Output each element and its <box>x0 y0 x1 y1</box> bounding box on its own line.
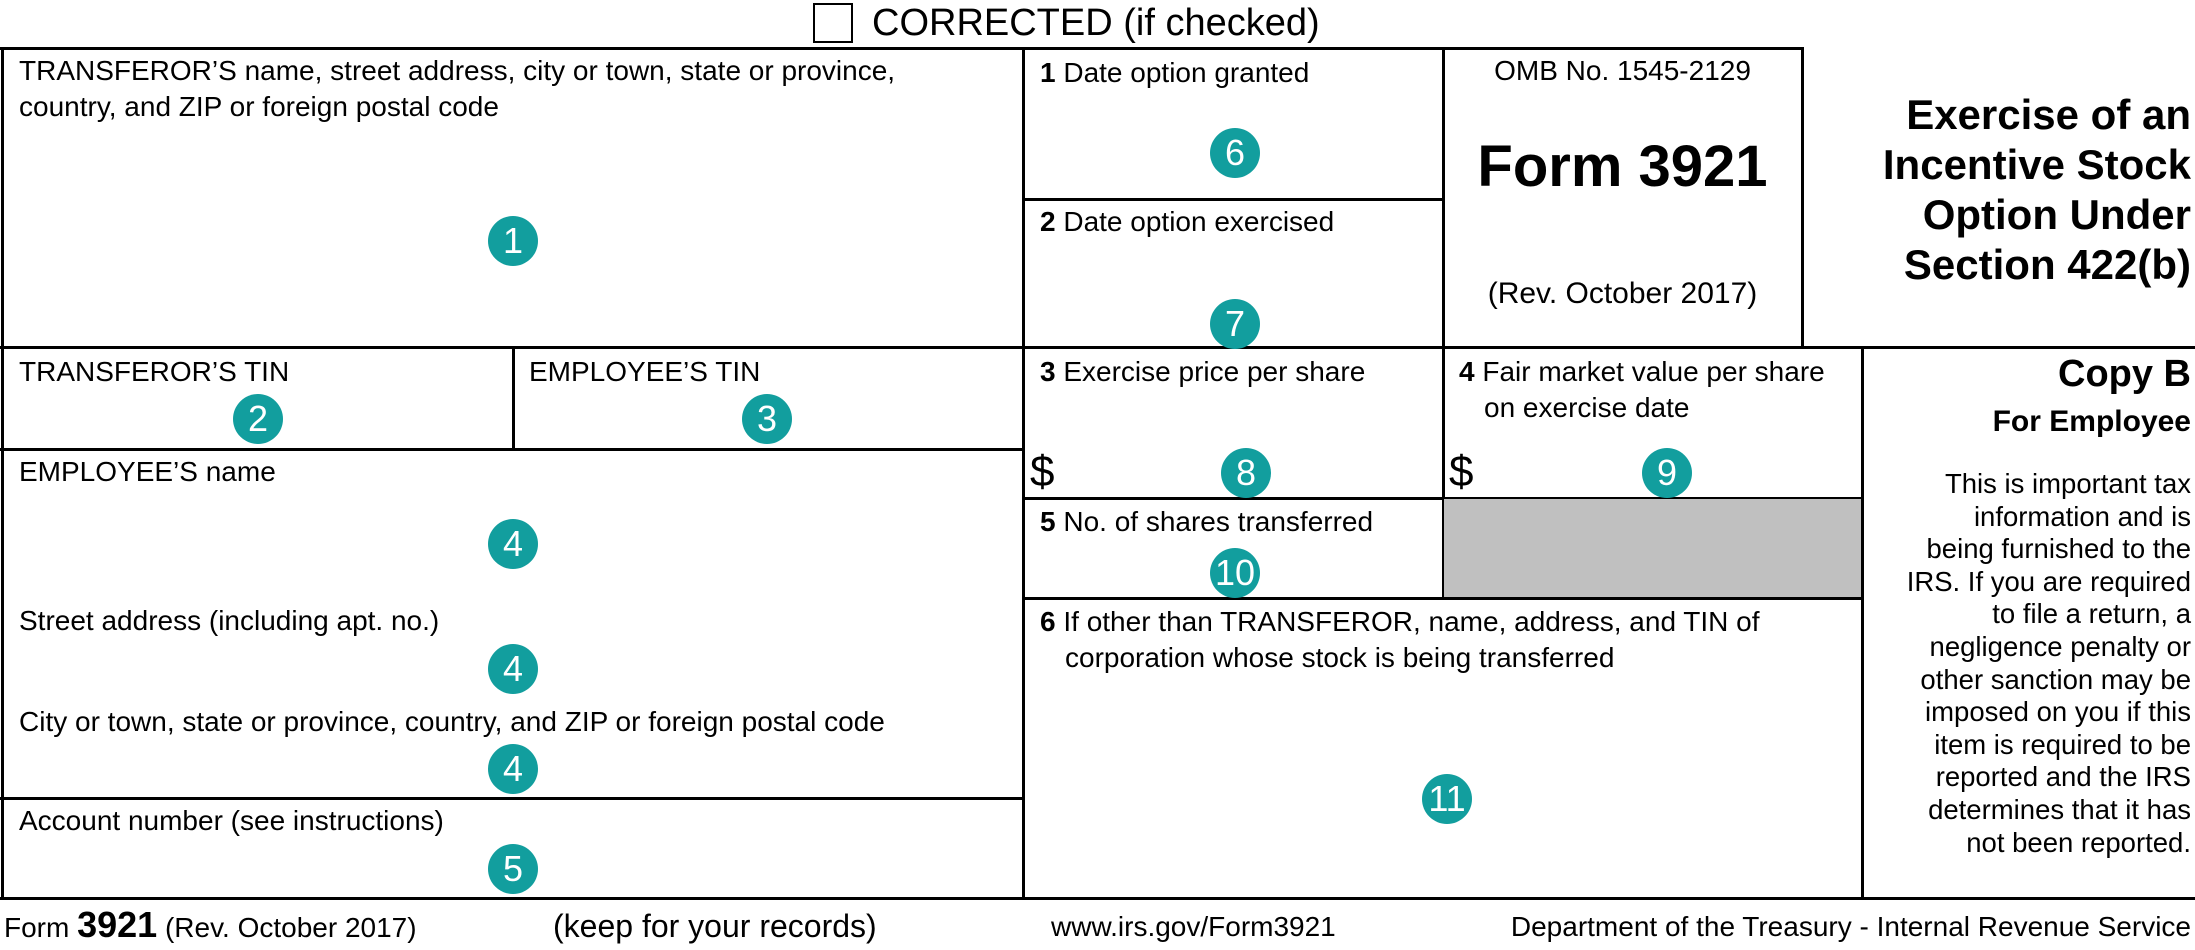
transferor-tin-label: TRANSFEROR’S TIN <box>19 356 290 387</box>
street-address-field-badge[interactable]: 4 <box>488 644 538 694</box>
city-state-zip-field-badge[interactable]: 4 <box>488 744 538 794</box>
box4-field-badge[interactable]: 9 <box>1642 448 1692 498</box>
box1-number: 1 <box>1040 57 1056 88</box>
copy-title: Copy B <box>2058 353 2191 395</box>
form-name-line3: Option Under <box>1922 191 2191 238</box>
box6-number: 6 <box>1040 606 1056 637</box>
form-revision: (Rev. October 2017) <box>1487 277 1758 310</box>
notice-line: other sanction may be <box>1920 663 2191 695</box>
notice-line: imposed on you if this <box>1925 696 2191 728</box>
box4-text-line1: Fair market value per share <box>1482 356 1825 387</box>
box2-label: 2 Date option exercised <box>1040 204 1334 240</box>
footer-department: Department of the Treasury - Internal Re… <box>1510 911 2191 942</box>
employee-tin-label: EMPLOYEE’S TIN <box>529 356 761 387</box>
form-name-line1: Exercise of an <box>1906 91 2191 138</box>
box4-dollar-sign: $ <box>1449 447 1474 496</box>
shaded-box <box>1444 499 1861 597</box>
employee-name-label: EMPLOYEE’S name <box>19 456 276 487</box>
notice-line: item is required to be <box>1934 728 2191 760</box>
corrected-checkbox[interactable] <box>813 3 853 43</box>
footer-form-number: 3921 <box>77 904 158 945</box>
city-state-zip-label: City or town, state or province, country… <box>19 706 885 737</box>
corrected-label: CORRECTED (if checked) <box>872 2 1320 44</box>
transferor-name-label-line2: country, and ZIP or foreign postal code <box>19 91 499 122</box>
box6-label: 6 If other than TRANSFEROR, name, addres… <box>1040 604 1760 640</box>
copy-subtitle: For Employee <box>1992 405 2191 438</box>
notice-line: being furnished to the <box>1926 533 2192 565</box>
box3-dollar-sign: $ <box>1030 447 1055 496</box>
box2-text: Date option exercised <box>1063 206 1335 237</box>
box3-label: 3 Exercise price per share <box>1040 354 1365 390</box>
box5-text: No. of shares transferred <box>1063 506 1374 537</box>
notice-line: not been reported. <box>1966 826 2191 858</box>
box5-label: 5 No. of shares transferred <box>1040 504 1373 540</box>
form-name-line2: Incentive Stock <box>1882 141 2191 188</box>
account-number-field-badge[interactable]: 5 <box>488 844 538 894</box>
box1-field-badge[interactable]: 6 <box>1210 128 1260 178</box>
box5-number: 5 <box>1040 506 1056 537</box>
box1-label: 1 Date option granted <box>1040 55 1309 91</box>
box6-field-badge[interactable]: 11 <box>1422 774 1472 824</box>
box4-text-line2: on exercise date <box>1484 392 1690 423</box>
notice-line: negligence penalty or <box>1929 630 2191 662</box>
box5-field-badge[interactable]: 10 <box>1210 548 1260 598</box>
notice-line: information and is <box>1973 500 2191 532</box>
omb-number: OMB No. 1545-2129 <box>1494 55 1751 86</box>
notice-line: to file a return, a <box>1992 598 2191 630</box>
box1-text: Date option granted <box>1063 57 1310 88</box>
box2-field-badge[interactable]: 7 <box>1210 299 1260 349</box>
box3-field-badge[interactable]: 8 <box>1221 448 1271 498</box>
box3-text: Exercise price per share <box>1063 356 1366 387</box>
box4-label: 4 Fair market value per share <box>1459 354 1825 390</box>
box6-text-line2: corporation whose stock is being transfe… <box>1065 642 1615 673</box>
box6-text-line1: If other than TRANSFEROR, name, address,… <box>1063 606 1760 637</box>
account-number-label: Account number (see instructions) <box>19 805 444 836</box>
box4-number: 4 <box>1459 356 1475 387</box>
form-title: Form 3921 <box>1477 134 1768 199</box>
transferor-tin-field-badge[interactable]: 2 <box>233 394 283 444</box>
employee-name-field-badge[interactable]: 4 <box>488 519 538 569</box>
notice-line: determines that it has <box>1928 793 2191 825</box>
footer-url[interactable]: www.irs.gov/Form3921 <box>1051 911 1336 942</box>
footer-revision: (Rev. October 2017) <box>164 912 417 943</box>
employee-tin-field-badge[interactable]: 3 <box>742 394 792 444</box>
form-name: Exercise of an Incentive Stock Option Un… <box>1883 90 2191 290</box>
street-address-label: Street address (including apt. no.) <box>19 605 440 636</box>
transferor-name-field-badge[interactable]: 1 <box>488 216 538 266</box>
footer-form-id: Form 3921 (Rev. October 2017) <box>4 903 417 950</box>
transferor-name-label-line1: TRANSFEROR’S name, street address, city … <box>19 55 896 86</box>
footer-form-word: Form <box>4 912 70 943</box>
notice-line: reported and the IRS <box>1935 761 2191 793</box>
copy-notice: This is important tax information and is… <box>1907 468 2191 859</box>
notice-line: This is important tax <box>1944 468 2191 499</box>
notice-line: IRS. If you are required <box>1906 565 2191 597</box>
footer-keep-notice: (keep for your records) <box>553 908 877 944</box>
box3-number: 3 <box>1040 356 1056 387</box>
box2-number: 2 <box>1040 206 1056 237</box>
form-name-line4: Section 422(b) <box>1903 241 2191 288</box>
